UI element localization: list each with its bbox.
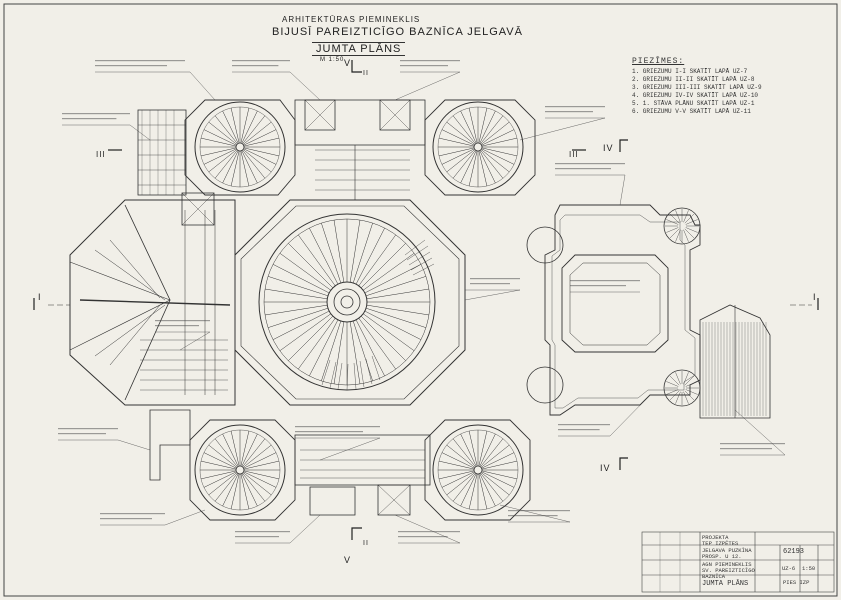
- northeast-tower-dome: [424, 99, 536, 196]
- east-building-outline: [544, 204, 701, 416]
- east-gabled-roof: [699, 304, 771, 419]
- sheet-frame: [3, 3, 838, 597]
- tb-code: UZ-6: [782, 565, 796, 572]
- east-small-domes: [526, 207, 701, 407]
- drawing-scale: M 1:50: [320, 57, 345, 63]
- tb-sheet-name: JUMTA PLĀNS: [702, 580, 749, 588]
- tb-object2: SV. PAREIZTICĪGO: [702, 567, 755, 574]
- section-mark-iii-right: III: [569, 150, 579, 159]
- northwest-tower-dome: [184, 99, 296, 196]
- tb-number: 62193: [783, 548, 805, 556]
- central-octagon: [234, 199, 466, 406]
- note-item: 1. GRIEZUMU I-I SKATĪT LAPĀ UZ-7: [632, 68, 748, 75]
- southeast-tower-dome: [424, 419, 531, 521]
- section-mark-iv-bottom: IV: [600, 463, 611, 473]
- tb-org2: TEP IZPĒTES: [702, 540, 739, 547]
- callout-notes: [58, 60, 785, 538]
- tb-project1: JELGAVA PUZKĪNA: [702, 547, 752, 554]
- drawing-title: JUMTA PLĀNS: [312, 42, 406, 56]
- tb-org1: PROJEKTA: [702, 534, 729, 541]
- header-line1: ARHITEKTŪRAS PIEMINEKLIS: [282, 15, 421, 24]
- north-connecting-roof: [294, 99, 426, 200]
- note-item: 6. GRIEZUMU V-V SKATĪT LAPĀ UZ-11: [632, 108, 751, 115]
- tb-project2: PROSP. U 12.: [702, 553, 742, 560]
- section-mark-ii-top: II: [363, 70, 369, 77]
- tb-object3: BAZNĪCA: [702, 573, 726, 580]
- section-mark-v-top: V: [344, 58, 352, 68]
- section-mark-v-bottom: V: [344, 555, 352, 565]
- notes-title: PIEZĪMES:: [632, 57, 685, 66]
- west-wing-roof: [69, 192, 236, 406]
- note-item: 2. GRIEZUMU II-II SKATĪT LAPĀ UZ-8: [632, 76, 755, 83]
- title-block-grid: [641, 531, 835, 593]
- callout-leaders: [58, 71, 786, 544]
- southwest-tower-dome: [189, 419, 296, 521]
- section-mark-i-left: I: [38, 292, 42, 302]
- note-item: 3. GRIEZUMU III-III SKATĪT LAPĀ UZ-9: [632, 84, 762, 91]
- section-mark-i-right: I: [813, 292, 817, 302]
- header-line2: BIJUSĪ PAREIZTICĪGO BAZNĪCA JELGAVĀ: [272, 26, 523, 38]
- south-connecting-roof: [294, 434, 431, 516]
- note-item: 4. GRIEZUMU IV-IV SKATĪT LAPĀ UZ-10: [632, 92, 759, 99]
- tb-stage: PIES IZP: [783, 579, 810, 586]
- section-mark-ii-bottom: II: [363, 540, 369, 547]
- notes-block: PIEZĪMES: 1. GRIEZUMU I-I SKATĪT LAPĀ UZ…: [632, 58, 822, 116]
- note-item: 5. 1. STĀVA PLĀNU SKATĪT LAPĀ UZ-1: [632, 100, 755, 107]
- northwest-stair-roof: [137, 109, 187, 196]
- tb-scale: 1:50: [802, 565, 816, 572]
- tb-object1: AGN PIEMINEKLIS: [702, 561, 752, 568]
- central-dome: [258, 213, 436, 391]
- section-mark-iii-left: III: [96, 150, 106, 159]
- section-mark-iv-top: IV: [603, 143, 614, 153]
- section-arrows: [33, 60, 819, 540]
- south-west-annex: [149, 409, 191, 481]
